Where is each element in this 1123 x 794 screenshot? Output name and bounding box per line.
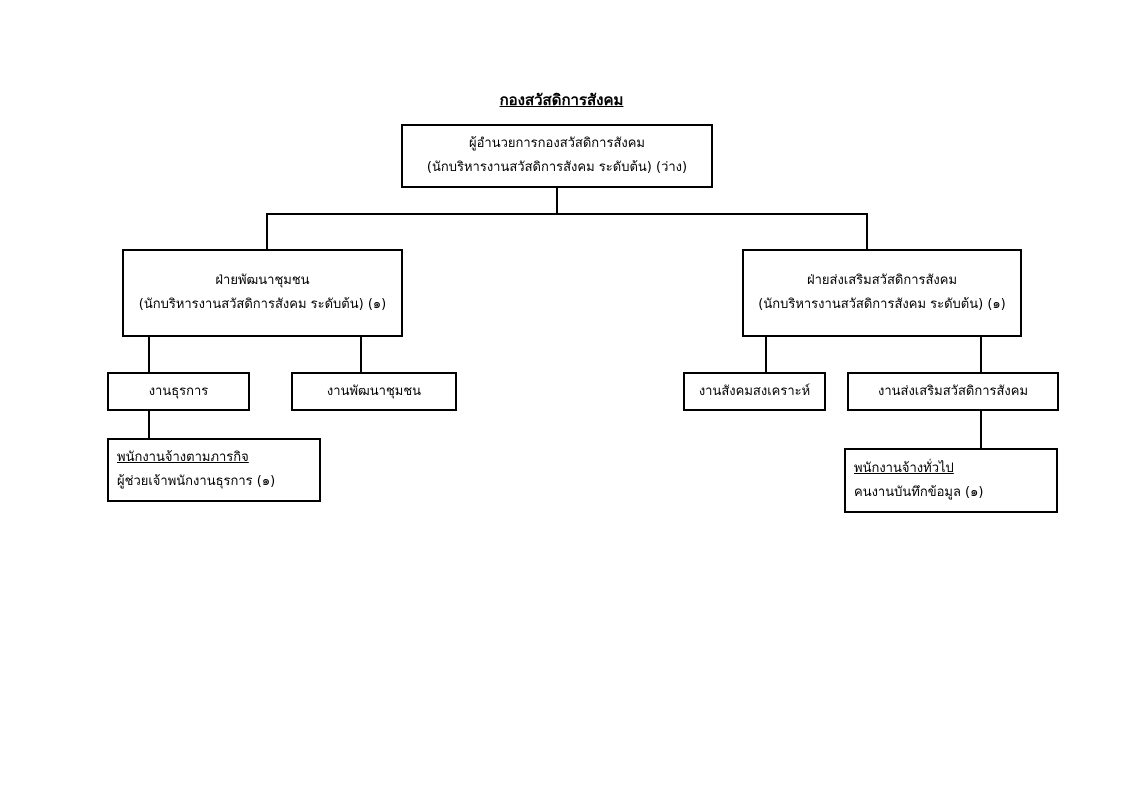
community-development-box: งานพัฒนาชุมชน bbox=[291, 372, 457, 411]
general-affairs-box: งานธุรการ bbox=[107, 372, 250, 411]
community-dept-title: ฝ่ายพัฒนาชุมชน bbox=[215, 273, 310, 288]
director-title: ผู้อำนวยการกองสวัสดิการสังคม bbox=[468, 136, 646, 151]
staff-mission-position: ผู้ช่วยเจ้าพนักงานธุรการ (๑) bbox=[117, 474, 276, 489]
welfare-dept-title: ฝ่ายส่งเสริมสวัสดิการสังคม bbox=[806, 273, 958, 288]
staff-general-position: คนงานบันทึกข้อมูล (๑) bbox=[854, 484, 984, 500]
director-rank: (นักบริหารงานสวัสดิการสังคม ระดับต้น) (ว… bbox=[426, 160, 688, 175]
staff-mission-heading: พนักงานจ้างตามภารกิจ bbox=[117, 450, 249, 465]
page-title: กองสวัสดิการสังคม bbox=[499, 91, 624, 109]
staff-general-heading: พนักงานจ้างทั่วไป bbox=[854, 460, 954, 476]
welfare-dept-rank: (นักบริหารงานสวัสดิการสังคม ระดับต้น) (๑… bbox=[758, 297, 1006, 312]
community-dept-box: ฝ่ายพัฒนาชุมชน (นักบริหารงานสวัสดิการสัง… bbox=[122, 249, 403, 337]
general-affairs-label: งานธุรการ bbox=[148, 383, 209, 399]
community-dept-rank: (นักบริหารงานสวัสดิการสังคม ระดับต้น) (๑… bbox=[138, 297, 387, 312]
staff-mission-box: พนักงานจ้างตามภารกิจ ผู้ช่วยเจ้าพนักงานธ… bbox=[107, 438, 321, 502]
welfare-promotion-box: งานส่งเสริมสวัสดิการสังคม bbox=[847, 372, 1059, 411]
welfare-promotion-label: งานส่งเสริมสวัสดิการสังคม bbox=[877, 383, 1029, 399]
director-box: ผู้อำนวยการกองสวัสดิการสังคม (นักบริหารง… bbox=[401, 124, 713, 188]
staff-general-box: พนักงานจ้างทั่วไป คนงานบันทึกข้อมูล (๑) bbox=[844, 448, 1058, 513]
social-work-label: งานสังคมสงเคราะห์ bbox=[698, 383, 811, 399]
welfare-dept-box: ฝ่ายส่งเสริมสวัสดิการสังคม (นักบริหารงาน… bbox=[742, 249, 1022, 337]
community-development-label: งานพัฒนาชุมชน bbox=[326, 383, 422, 399]
social-work-box: งานสังคมสงเคราะห์ bbox=[683, 372, 826, 411]
